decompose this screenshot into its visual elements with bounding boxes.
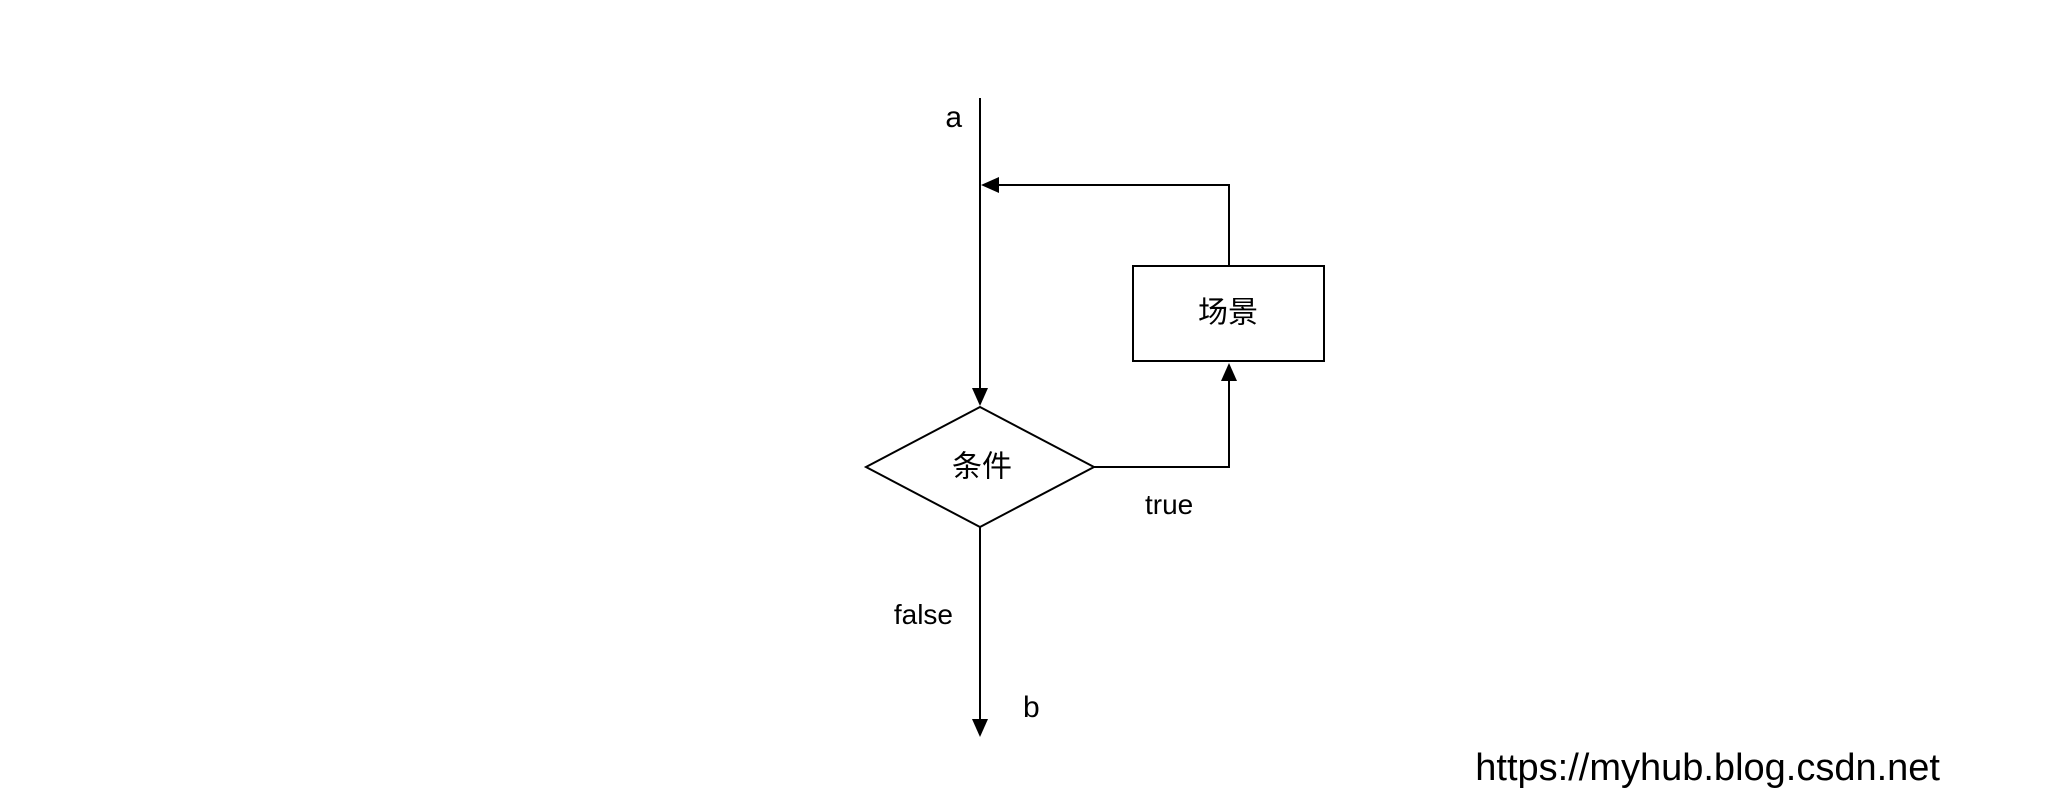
decision-node: 条件 bbox=[863, 405, 1097, 529]
process-node: 场景 bbox=[1132, 265, 1325, 362]
end-label: b bbox=[1023, 691, 1040, 724]
arrow-false-to-b bbox=[972, 527, 988, 737]
start-label: a bbox=[945, 101, 962, 134]
arrowhead-down-to-b bbox=[972, 719, 988, 737]
process-node-label: 场景 bbox=[1198, 297, 1258, 330]
decision-node-label: 条件 bbox=[952, 451, 1012, 484]
arrowhead-down-into-decision bbox=[972, 388, 988, 406]
arrow-true-to-process bbox=[1094, 363, 1237, 468]
arrowhead-up-into-process bbox=[1221, 363, 1237, 381]
arrow-a-to-decision bbox=[972, 98, 988, 406]
false-branch-label: false bbox=[894, 599, 953, 630]
watermark: https://myhub.blog.csdn.net bbox=[1475, 747, 1940, 789]
true-branch-label: true bbox=[1145, 489, 1193, 520]
arrowhead-left-into-main-line bbox=[981, 177, 999, 193]
loop-arrow-process-to-main bbox=[981, 177, 1230, 266]
